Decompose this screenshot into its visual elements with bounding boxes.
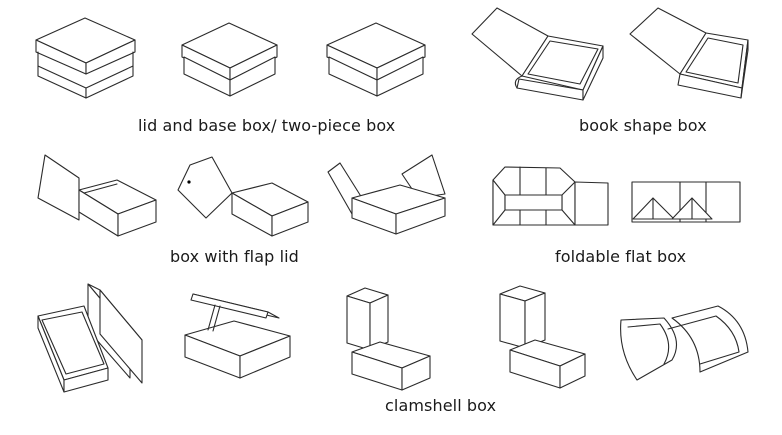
flap-lid-box-1-illustration xyxy=(37,154,157,237)
book-shape-box-2-illustration xyxy=(629,7,749,99)
clamshell-box-1-illustration xyxy=(37,283,143,393)
clamshell-box-caption: clamshell box xyxy=(385,396,497,415)
foldable-flat-box-2-illustration xyxy=(631,181,741,223)
clamshell-box-4-illustration xyxy=(499,285,586,389)
book-shape-box-caption: book shape box xyxy=(579,116,707,135)
foldable-flat-box-caption: foldable flat box xyxy=(555,247,687,266)
lid-and-base-box-caption: lid and base box/ two-piece box xyxy=(138,116,396,135)
two-piece-box-1-illustration xyxy=(35,17,136,99)
clamshell-box-3-illustration xyxy=(346,287,431,391)
book-shape-box-1-illustration xyxy=(471,7,604,101)
two-piece-box-3-illustration xyxy=(326,22,426,97)
two-piece-box-2-illustration xyxy=(181,22,278,97)
flap-lid-box-3-illustration xyxy=(327,154,446,235)
foldable-flat-box-1-illustration xyxy=(492,166,609,226)
clamshell-box-5-illustration xyxy=(620,305,749,381)
clamshell-box-2-illustration xyxy=(184,293,291,379)
flap-lid-box-caption: box with flap lid xyxy=(170,247,299,266)
flap-lid-box-2-illustration xyxy=(177,156,309,237)
